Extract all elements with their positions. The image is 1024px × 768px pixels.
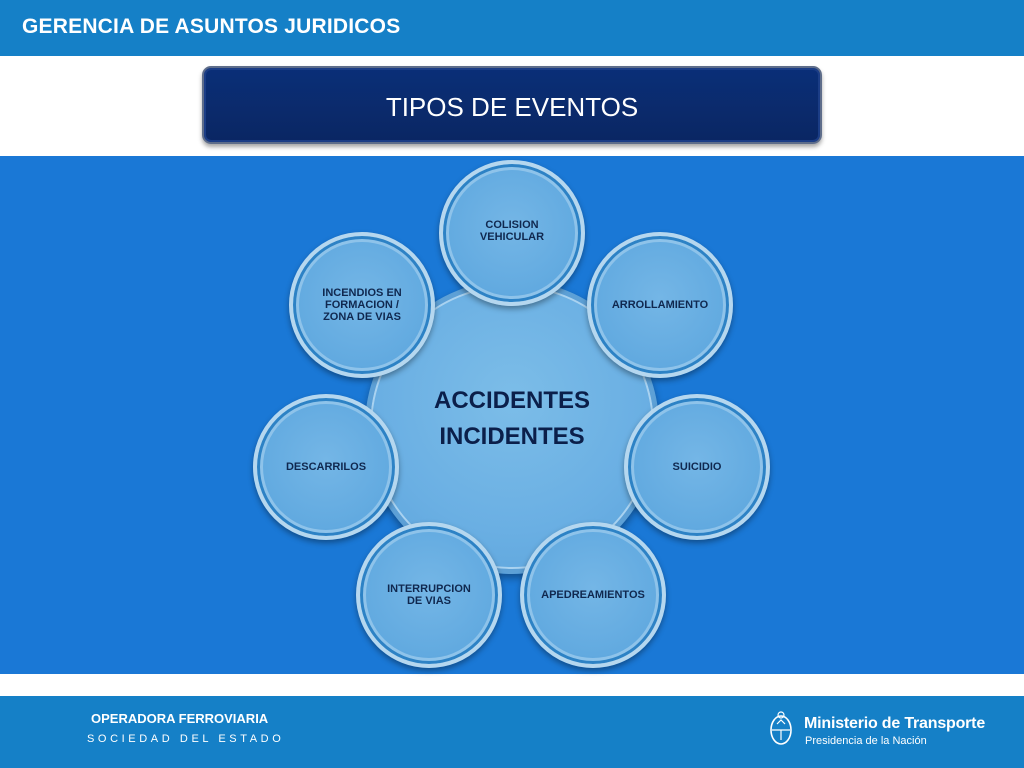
node-label-line: INTERRUPCION — [387, 583, 471, 595]
node-label: DESCARRILOS — [286, 461, 366, 473]
node-incendios: INCENDIOS EN FORMACION / ZONA DE VIAS — [289, 232, 435, 378]
node-label: APEDREAMIENTOS — [541, 589, 645, 601]
node-label-line: DESCARRILOS — [285, 461, 367, 473]
node-label-line: FORMACION / — [325, 299, 399, 311]
header-bar: GERENCIA DE ASUNTOS JURIDICOS — [0, 0, 1024, 56]
header-title: GERENCIA DE ASUNTOS JURIDICOS — [22, 15, 401, 38]
footer-org-name: OPERADORA FERROVIARIA — [91, 711, 269, 726]
node-label: INCENDIOS EN FORMACION / ZONA DE VIAS — [322, 287, 401, 323]
node-label-line: SUICIDIO — [672, 461, 722, 473]
argentina-coat-of-arms-icon — [770, 711, 792, 745]
node-descarrilos: DESCARRILOS — [253, 394, 399, 540]
node-arrollamiento: ARROLLAMIENTO — [587, 232, 733, 378]
node-label: ARROLLAMIENTO — [612, 299, 708, 311]
node-suicidio: SUICIDIO — [624, 394, 770, 540]
presidency-name: Presidencia de la Nación — [805, 735, 927, 747]
title-box: TIPOS DE EVENTOS — [202, 66, 822, 144]
slide-title: TIPOS DE EVENTOS — [385, 92, 639, 122]
node-colision-vehicular: COLISION VEHICULAR — [439, 160, 585, 306]
node-label: SUICIDIO — [673, 461, 722, 473]
footer-org-subtitle: SOCIEDAD DEL ESTADO — [87, 733, 285, 745]
center-label-line1: ACCIDENTES — [433, 387, 590, 414]
node-label-line: ZONA DE VIAS — [323, 311, 401, 323]
node-label: COLISION VEHICULAR — [480, 219, 544, 243]
center-label-line2: INCIDENTES — [439, 423, 585, 450]
footer-bar: OPERADORA FERROVIARIA SOCIEDAD DEL ESTAD… — [0, 696, 1024, 768]
node-label-line: INCENDIOS EN — [322, 287, 402, 299]
node-label-line: COLISION — [485, 219, 539, 231]
node-label-line: DE VIAS — [406, 595, 451, 607]
node-label-line: ARROLLAMIENTO — [611, 299, 709, 311]
node-label: INTERRUPCION DE VIAS — [387, 583, 471, 607]
node-label-line: APEDREAMIENTOS — [541, 589, 645, 601]
node-label-line: VEHICULAR — [479, 231, 545, 243]
center-label: ACCIDENTES INCIDENTES — [434, 383, 590, 455]
node-apedreamientos: APEDREAMIENTOS — [520, 522, 666, 668]
node-interrupcion-de-vias: INTERRUPCION DE VIAS — [356, 522, 502, 668]
ministry-name: Ministerio de Transporte — [804, 715, 986, 732]
